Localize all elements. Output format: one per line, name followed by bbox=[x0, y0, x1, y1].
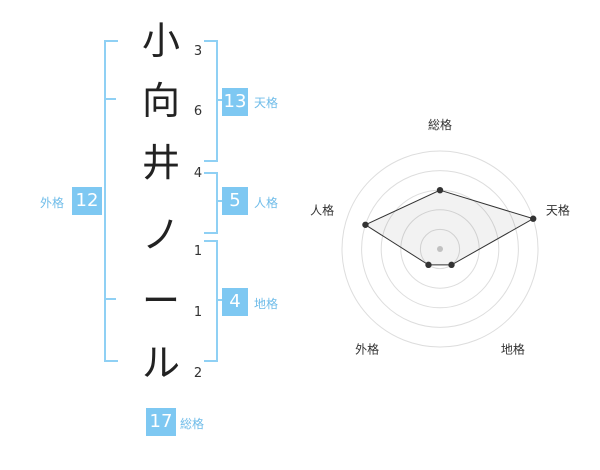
chikaku-value: 4 bbox=[222, 288, 248, 316]
radar-point bbox=[530, 215, 537, 222]
soukaku-label: 総格 bbox=[180, 417, 205, 431]
jinkaku-label: 人格 bbox=[254, 196, 279, 210]
gaikaku-value: 12 bbox=[72, 187, 102, 215]
radar-axis-label: 地格 bbox=[501, 341, 525, 356]
jinkaku-value: 5 bbox=[222, 187, 248, 215]
name-char: ル bbox=[141, 341, 180, 385]
stroke-count: 3 bbox=[193, 44, 203, 59]
gaikaku-bracket bbox=[104, 40, 118, 362]
char-divider-tick bbox=[104, 298, 116, 300]
name-char: 井 bbox=[141, 141, 180, 185]
name-char: ノ bbox=[141, 213, 180, 257]
name-char: 小 bbox=[141, 19, 180, 63]
name-char: 向 bbox=[141, 79, 180, 123]
radar-grid-ring bbox=[419, 228, 461, 270]
radar-point bbox=[425, 261, 432, 269]
radar-point bbox=[436, 187, 444, 194]
gaikaku-label: 外格 bbox=[40, 196, 65, 210]
radar-axis-label: 天格 bbox=[546, 203, 570, 218]
stroke-count: 4 bbox=[193, 166, 203, 181]
name-char: ー bbox=[141, 279, 180, 323]
radar-grid-ring bbox=[361, 170, 519, 328]
radar-grid-ring bbox=[341, 150, 539, 348]
soukaku-value: 17 bbox=[146, 408, 176, 436]
chikaku-label: 地格 bbox=[254, 297, 279, 311]
chikaku-bracket bbox=[204, 240, 218, 362]
chikaku-connector bbox=[216, 299, 222, 301]
tenkaku-label: 天格 bbox=[254, 96, 279, 110]
tenkaku-connector bbox=[216, 99, 222, 101]
stroke-count: 2 bbox=[193, 366, 203, 381]
jinkaku-bracket bbox=[204, 172, 218, 234]
radar-point bbox=[448, 261, 455, 269]
radar-axis-label: 外格 bbox=[355, 341, 379, 356]
radar-axis-label: 人格 bbox=[310, 203, 334, 218]
stroke-count: 6 bbox=[193, 104, 203, 119]
radar-point bbox=[362, 221, 369, 228]
radar-center-dot bbox=[437, 246, 443, 252]
tenkaku-bracket bbox=[204, 40, 218, 162]
radar-axis-label: 総格 bbox=[428, 117, 452, 132]
stroke-count: 1 bbox=[193, 244, 203, 259]
stroke-count: 1 bbox=[193, 305, 203, 320]
char-divider-tick bbox=[104, 98, 116, 100]
tenkaku-value: 13 bbox=[222, 88, 248, 116]
radar-value-polygon bbox=[364, 189, 535, 266]
jinkaku-connector bbox=[216, 200, 222, 202]
